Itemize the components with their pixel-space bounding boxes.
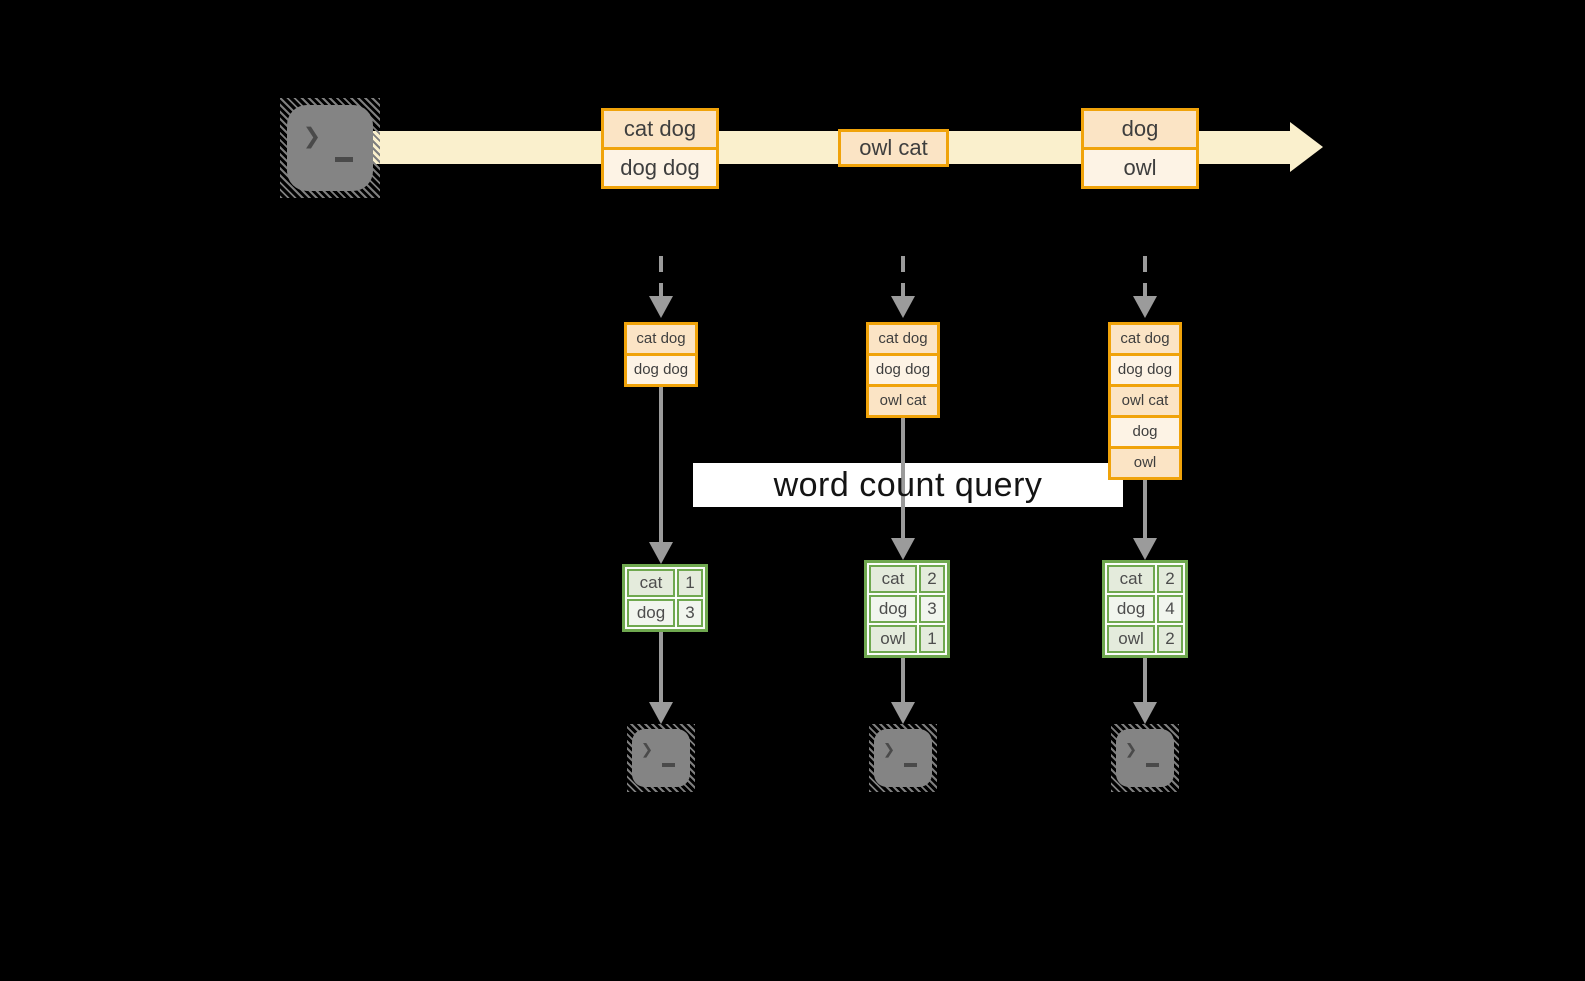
stream-record: dog dog <box>604 147 716 186</box>
terminal-icon-body: ❯ <box>632 729 690 787</box>
flow-line <box>659 632 663 702</box>
terminal-prompt-chevron-icon: ❯ <box>883 737 896 761</box>
count-word: owl <box>869 625 917 653</box>
buffered-record: cat dog <box>869 325 937 353</box>
terminal-cursor-icon <box>904 763 917 767</box>
buffered-record: dog dog <box>627 353 695 384</box>
dashed-arrow-line <box>659 256 663 298</box>
count-table-1: cat 1 dog 3 <box>622 564 708 632</box>
buffered-record: owl cat <box>869 384 937 415</box>
count-word: owl <box>1107 625 1155 653</box>
sink-terminal-icon: ❯ <box>627 724 695 792</box>
buffer-stack-1: cat dog dog dog <box>624 322 698 387</box>
terminal-cursor-icon <box>335 157 353 162</box>
buffered-record: owl cat <box>1111 384 1179 415</box>
count-word: cat <box>627 569 675 597</box>
flow-arrowhead-icon <box>1133 702 1157 724</box>
buffered-record: dog dog <box>1111 353 1179 384</box>
flow-arrowhead-icon <box>649 702 673 724</box>
stream-batch-3: dog owl <box>1081 108 1199 189</box>
count-value: 4 <box>1157 595 1183 623</box>
dashed-arrowhead-icon <box>1133 296 1157 318</box>
flow-arrowhead-icon <box>891 538 915 560</box>
count-row: dog 4 <box>1107 595 1183 623</box>
count-row: cat 1 <box>627 569 703 597</box>
count-word: dog <box>627 599 675 627</box>
count-word: dog <box>1107 595 1155 623</box>
count-word: dog <box>869 595 917 623</box>
count-row: dog 3 <box>627 599 703 627</box>
flow-line <box>901 416 905 538</box>
count-row: cat 2 <box>869 565 945 593</box>
buffer-stack-2: cat dog dog dog owl cat <box>866 322 940 418</box>
flow-line <box>1143 658 1147 702</box>
source-terminal-icon: ❯ <box>280 98 380 198</box>
count-table-2: cat 2 dog 3 owl 1 <box>864 560 950 658</box>
count-value: 2 <box>1157 565 1183 593</box>
stream-record: cat dog <box>604 111 716 147</box>
count-value: 1 <box>919 625 945 653</box>
count-value: 2 <box>1157 625 1183 653</box>
stream-batch-1: cat dog dog dog <box>601 108 719 189</box>
count-value: 3 <box>919 595 945 623</box>
query-label-band <box>693 463 1123 507</box>
dashed-arrowhead-icon <box>649 296 673 318</box>
flow-line <box>1143 478 1147 538</box>
stream-batch-2: owl cat <box>838 129 949 167</box>
count-row: owl 1 <box>869 625 945 653</box>
buffer-stack-3: cat dog dog dog owl cat dog owl <box>1108 322 1182 480</box>
query-label: word count query <box>773 466 1043 504</box>
count-row: owl 2 <box>1107 625 1183 653</box>
terminal-prompt-chevron-icon: ❯ <box>641 737 654 761</box>
buffered-record: dog <box>1111 415 1179 446</box>
count-row: cat 2 <box>1107 565 1183 593</box>
terminal-icon-body: ❯ <box>287 105 373 191</box>
count-value: 2 <box>919 565 945 593</box>
sink-terminal-icon: ❯ <box>869 724 937 792</box>
terminal-prompt-chevron-icon: ❯ <box>303 119 322 154</box>
terminal-cursor-icon <box>1146 763 1159 767</box>
buffered-record: cat dog <box>627 325 695 353</box>
terminal-prompt-chevron-icon: ❯ <box>1125 737 1138 761</box>
stream-arrowhead-icon <box>1290 122 1323 172</box>
dashed-arrow-line <box>1143 256 1147 298</box>
terminal-icon-body: ❯ <box>1116 729 1174 787</box>
dashed-arrow-line <box>901 256 905 298</box>
count-word: cat <box>869 565 917 593</box>
dashed-arrowhead-icon <box>891 296 915 318</box>
count-table-3: cat 2 dog 4 owl 2 <box>1102 560 1188 658</box>
stream-record: dog <box>1084 111 1196 147</box>
terminal-icon-body: ❯ <box>874 729 932 787</box>
count-value: 1 <box>677 569 703 597</box>
buffered-record: cat dog <box>1111 325 1179 353</box>
flow-arrowhead-icon <box>891 702 915 724</box>
stream-record: owl <box>1084 147 1196 186</box>
buffered-record: owl <box>1111 446 1179 477</box>
flow-line <box>659 385 663 542</box>
count-row: dog 3 <box>869 595 945 623</box>
terminal-cursor-icon <box>662 763 675 767</box>
sink-terminal-icon: ❯ <box>1111 724 1179 792</box>
buffered-record: dog dog <box>869 353 937 384</box>
flow-line <box>901 658 905 702</box>
flow-arrowhead-icon <box>649 542 673 564</box>
count-word: cat <box>1107 565 1155 593</box>
flow-arrowhead-icon <box>1133 538 1157 560</box>
stream-record: owl cat <box>841 132 946 164</box>
count-value: 3 <box>677 599 703 627</box>
